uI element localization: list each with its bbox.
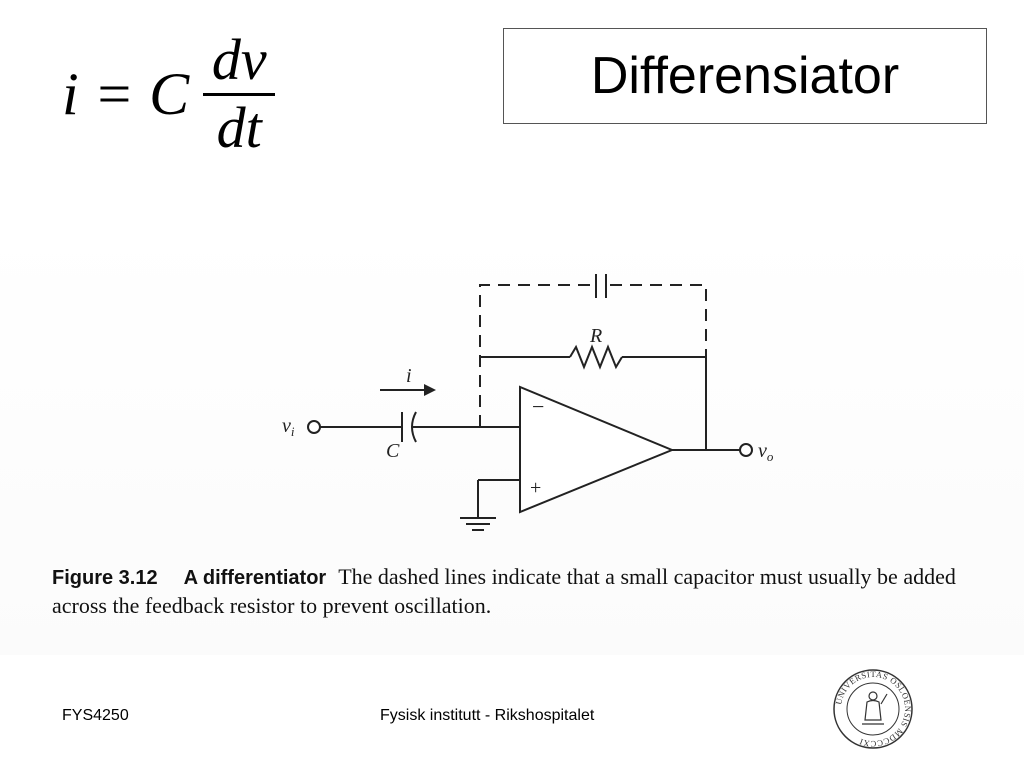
current-label: i xyxy=(406,365,412,387)
ground-wire xyxy=(477,479,520,518)
formula-lhs: i = C xyxy=(62,61,190,128)
plus-sign: + xyxy=(530,477,541,499)
resistor-feedback-path xyxy=(480,344,707,450)
ground-icon xyxy=(460,517,496,531)
output-terminal xyxy=(739,443,753,457)
differentiator-circuit: − + vi vo i C R xyxy=(282,274,774,531)
fraction-bar xyxy=(203,92,276,96)
capacitor-label: C xyxy=(386,440,400,462)
minus-sign: − xyxy=(532,394,544,419)
formula: i = C dv dt xyxy=(62,27,276,160)
figure-caption-text: The dashed lines indicate that a small c… xyxy=(52,564,956,618)
formula-fraction: dv dt xyxy=(203,27,276,160)
slide-title: Differensiator xyxy=(590,47,900,105)
dashed-capacitor-symbol xyxy=(595,274,607,298)
current-arrow xyxy=(380,384,436,396)
input-wire xyxy=(320,411,520,443)
formula-denominator: dt xyxy=(216,94,262,160)
scanned-figure-background xyxy=(0,225,1024,655)
footer-course-code: FYS4250 xyxy=(62,707,129,724)
figure-title: A differentiator xyxy=(183,567,327,589)
seal-figure-icon xyxy=(862,691,888,725)
dashed-feedback-path xyxy=(479,284,707,427)
university-seal-logo: UNIVERSITAS OSLOENSIS MDCCCXI xyxy=(833,669,913,749)
footer-institution: Fysisk institutt - Rikshospitalet xyxy=(380,707,595,724)
resistor-label: R xyxy=(589,325,602,347)
output-label: vo xyxy=(758,440,774,464)
op-amp-triangle xyxy=(519,385,675,514)
figure-label: Figure 3.12 xyxy=(52,567,158,589)
title-box: Differensiator xyxy=(503,28,987,124)
formula-numerator: dv xyxy=(211,27,267,92)
input-label: vi xyxy=(282,415,295,439)
input-terminal xyxy=(307,420,321,434)
